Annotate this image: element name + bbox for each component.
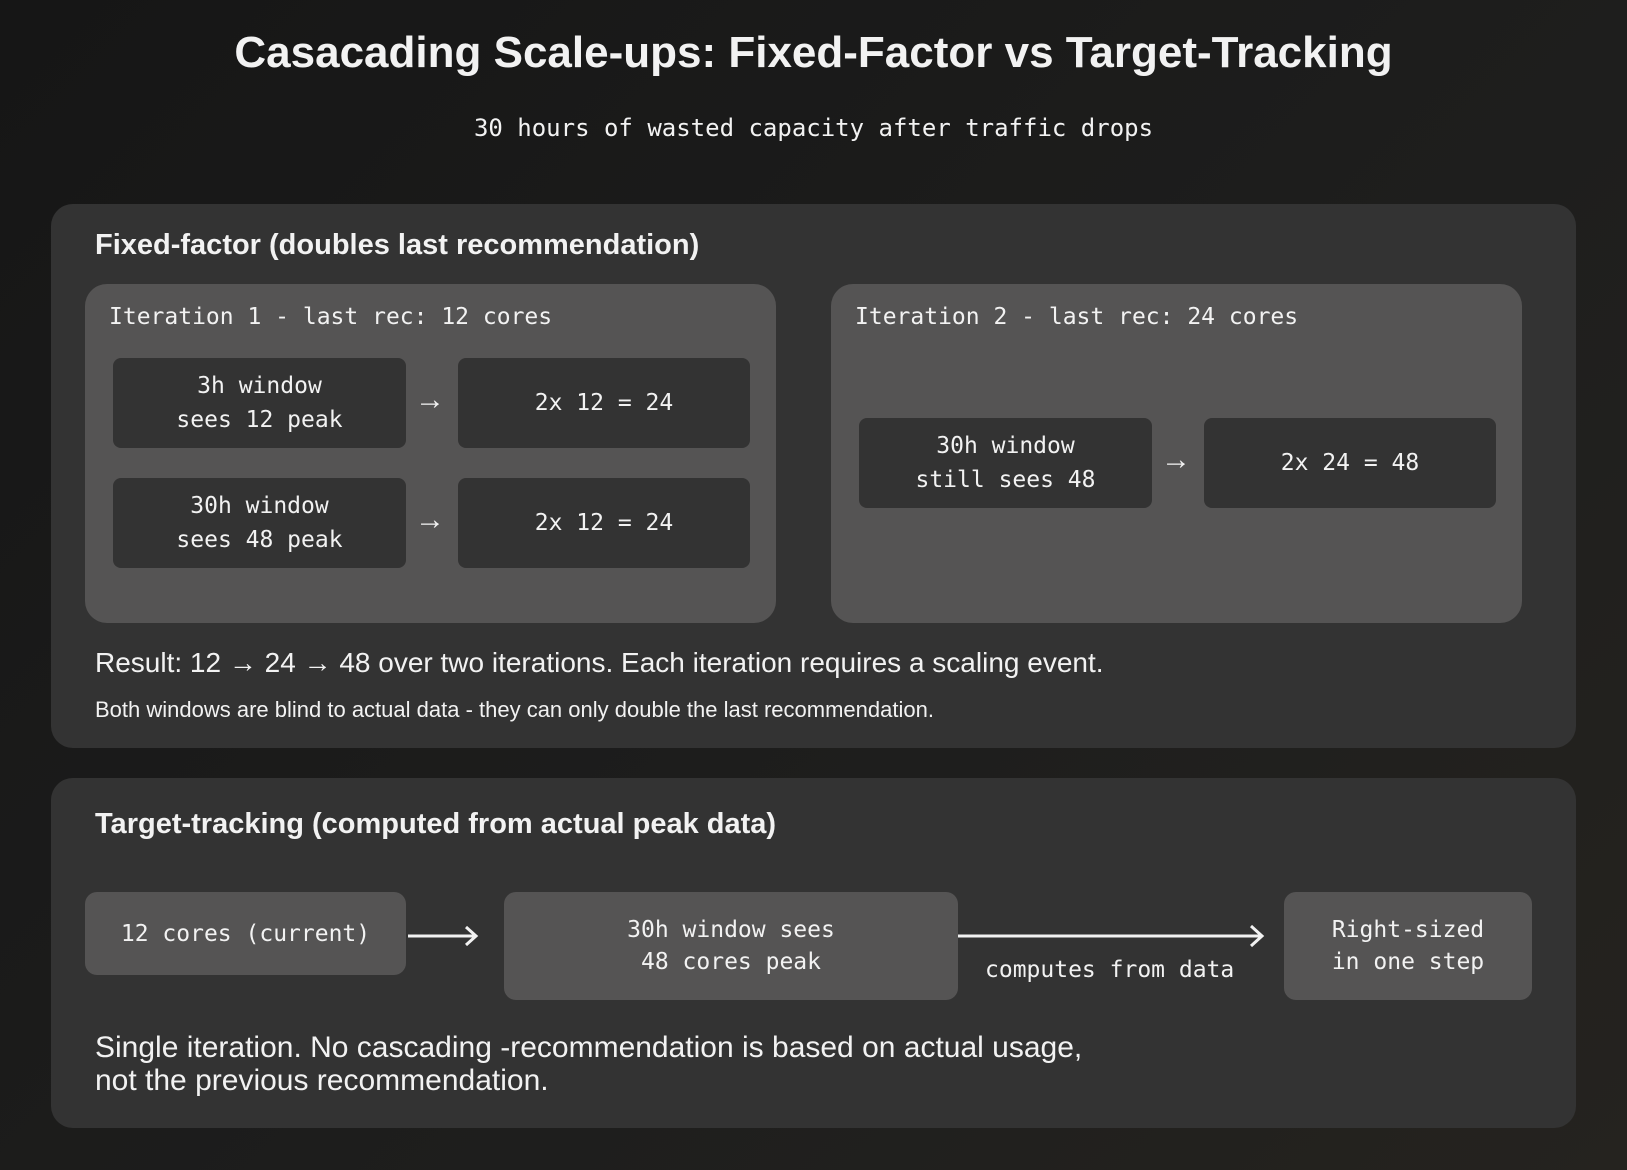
fixed-factor-heading: Fixed-factor (doubles last recommendatio…: [95, 229, 700, 261]
arrow-icon: [408, 925, 479, 947]
note-text: Both windows are blind to actual data - …: [95, 697, 934, 722]
window-30h-box: 30h window sees 48 peak: [113, 478, 406, 568]
summary-line-1: Single iteration. No cascading -recommen…: [95, 1031, 1083, 1064]
summary-line-2: not the previous recommendation.: [95, 1064, 549, 1097]
iteration-1-box: [85, 284, 776, 623]
window-30h-box: 30h window sees 48 cores peak: [504, 892, 958, 1000]
calc-box: 2x 12 = 24: [458, 478, 750, 568]
edge-label: computes from data: [985, 957, 1235, 983]
current-cores-box: 12 cores (current): [85, 892, 406, 975]
calc-box: 2x 12 = 24: [458, 358, 750, 448]
iteration-1-title: Iteration 1 - last rec: 12 cores: [109, 304, 553, 330]
calc-box: 2x 24 = 48: [1204, 418, 1496, 508]
page-title: Casacading Scale-ups: Fixed-Factor vs Ta…: [234, 28, 1393, 77]
arrow-icon: →: [415, 383, 445, 416]
target-tracking-heading: Target-tracking (computed from actual pe…: [95, 808, 777, 840]
window-30h-box: 30h window still sees 48: [859, 418, 1152, 508]
window-3h-box: 3h window sees 12 peak: [113, 358, 406, 448]
result-text: Result: 12 → 24 → 48 over two iterations…: [95, 647, 1104, 678]
arrow-icon: [958, 924, 1265, 948]
page-subtitle: 30 hours of wasted capacity after traffi…: [473, 114, 1154, 142]
outcome-box: Right-sized in one step: [1284, 892, 1532, 1000]
arrow-icon: →: [415, 503, 445, 536]
iteration-2-title: Iteration 2 - last rec: 24 cores: [855, 304, 1299, 330]
arrow-icon: →: [1161, 443, 1191, 476]
